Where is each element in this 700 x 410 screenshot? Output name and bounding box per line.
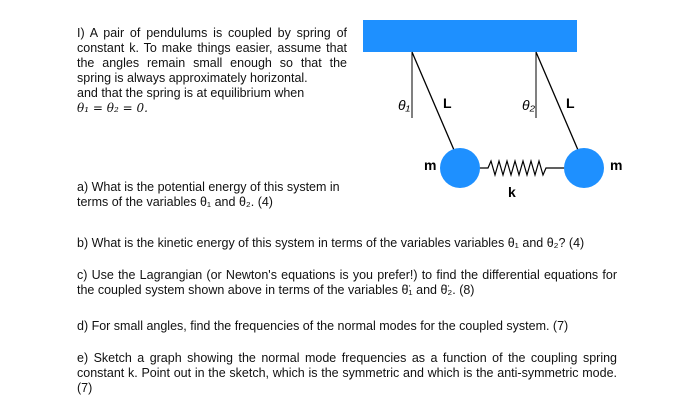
length-label-left: L (443, 95, 452, 111)
equilibrium-equation: θ₁ = θ₂ = 0. (77, 101, 148, 115)
ceiling-bar (363, 20, 577, 52)
question-c: c) Use the Lagrangian (or Newton's equat… (77, 268, 617, 297)
length-label-right: L (566, 95, 575, 111)
question-d: d) For small angles, find the frequencie… (77, 319, 569, 333)
mass-label-right: m (610, 157, 622, 173)
pendulum-string-left (411, 51, 461, 165)
question-e: e) Sketch a graph showing the normal mod… (77, 351, 617, 395)
pendulum-string-right (535, 51, 585, 165)
spring (478, 158, 568, 178)
pendulum-bob-right (564, 148, 604, 188)
intro-text-equilibrium: and that the spring is at equilibrium wh… (77, 86, 305, 100)
theta1-label: θ₁ (398, 97, 411, 113)
coupled-pendulum-diagram: θ₁ L θ₂ L k m m (363, 20, 622, 200)
question-a: a) What is the potential energy of this … (77, 180, 340, 209)
pendulum-bob-left (440, 148, 480, 188)
mass-label-left: m (424, 157, 436, 173)
theta2-label: θ₂ (522, 97, 536, 113)
problem-intro: I) A pair of pendulums is coupled by spr… (77, 26, 347, 116)
question-b: b) What is the kinetic energy of this sy… (77, 236, 585, 250)
spring-constant-label: k (508, 184, 516, 200)
intro-text: I) A pair of pendulums is coupled by spr… (77, 26, 347, 85)
